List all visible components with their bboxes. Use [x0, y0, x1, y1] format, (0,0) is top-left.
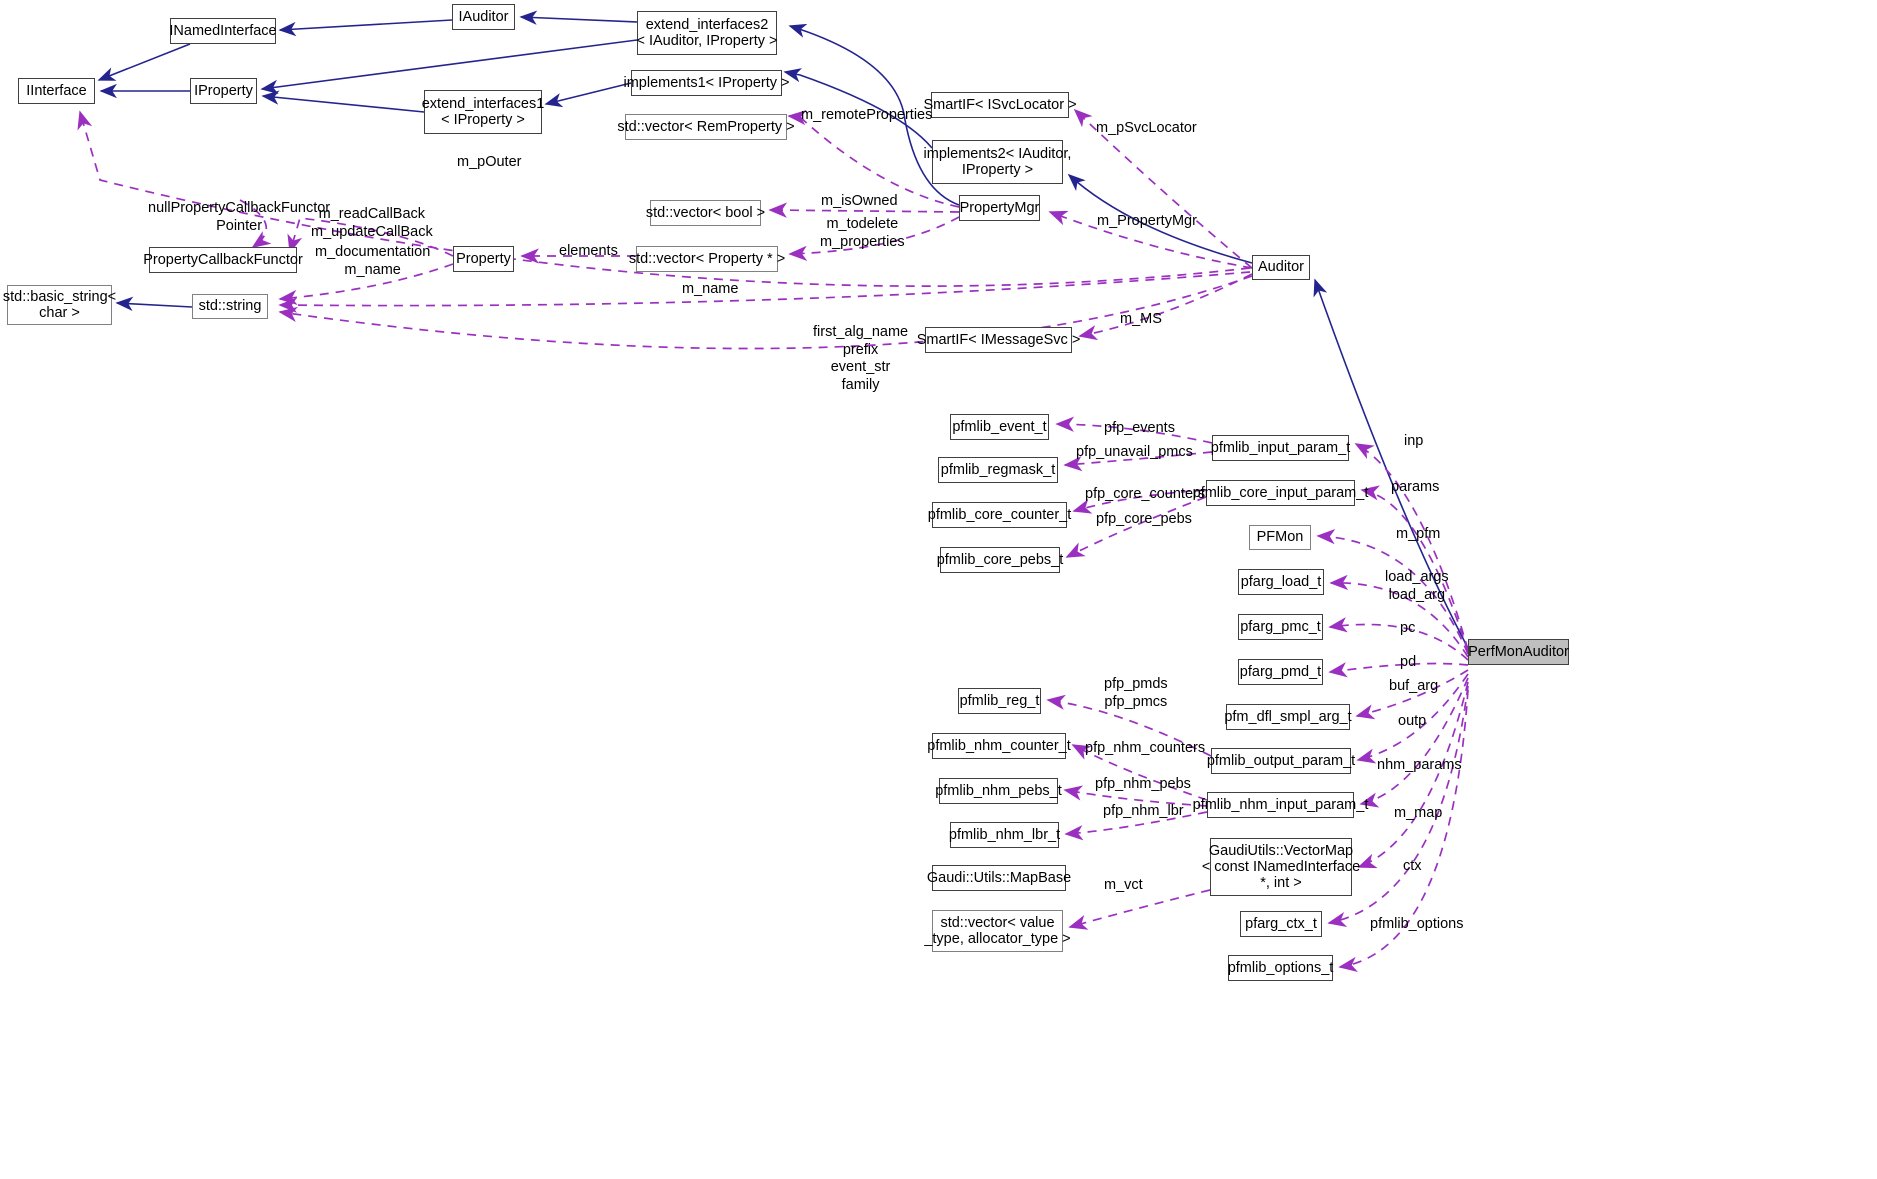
edge-label-m_name: m_name	[682, 281, 739, 297]
class-node-auditor[interactable]: Auditor	[1252, 255, 1310, 280]
edge-label-buf_arg: buf_arg	[1389, 678, 1439, 694]
class-node-pfmlib_nhm_input_param_t[interactable]: pfmlib_nhm_input_param_t	[1193, 792, 1368, 818]
class-node-pfarg_load_t[interactable]: pfarg_load_t	[1238, 569, 1324, 595]
class-node-pfmlib_output_param_t[interactable]: pfmlib_output_param_t	[1207, 748, 1355, 774]
edge-label-m_map: m_map	[1394, 805, 1443, 821]
class-node-smartif-imessagesvc[interactable]: SmartIF< IMessageSvc >	[917, 327, 1080, 353]
edge-label-pc: pc	[1400, 620, 1416, 636]
class-node-implements1-iproperty[interactable]: implements1< IProperty >	[623, 70, 790, 96]
class-node-std-vector-property[interactable]: std::vector< Property * >	[629, 246, 785, 272]
edge-label-m_vct: m_vct	[1104, 877, 1143, 893]
class-node-property[interactable]: Property	[453, 246, 514, 272]
edge-label-outp: outp	[1398, 713, 1427, 729]
edge-label-m_remoteproperties: m_remoteProperties	[801, 107, 933, 123]
class-node-pfmlib_reg_t[interactable]: pfmlib_reg_t	[958, 688, 1041, 714]
edge-label-nullpropertycallbackfunctor: nullPropertyCallbackFunctor Pointer	[148, 200, 331, 234]
edge-label-pd: pd	[1400, 654, 1417, 670]
class-node-pfarg_ctx_t[interactable]: pfarg_ctx_t	[1240, 911, 1322, 937]
edge-label-pfp_nhm_counters: pfp_nhm_counters	[1085, 740, 1206, 756]
class-node-pfmon[interactable]: PFMon	[1249, 525, 1311, 550]
class-node-propertycallbackfunctor[interactable]: PropertyCallbackFunctor	[143, 247, 303, 273]
edge-label-params: params	[1391, 479, 1440, 495]
edge-label-m_isowned: m_isOwned	[821, 193, 898, 209]
class-node-smartif-isvclocator[interactable]: SmartIF< ISvcLocator >	[923, 92, 1077, 118]
edge-label-m_ms: m_MS	[1120, 311, 1162, 327]
edge-label-pfp_unavail_pmcs: pfp_unavail_pmcs	[1076, 444, 1193, 460]
class-node-pfmlib_nhm_pebs_t[interactable]: pfmlib_nhm_pebs_t	[935, 778, 1062, 804]
edge-label-pfp_core_pebs: pfp_core_pebs	[1096, 511, 1192, 527]
class-node-extend_interfaces2[interactable]: extend_interfaces2 < IAuditor, IProperty…	[636, 11, 778, 55]
class-node-pfmlib_regmask_t[interactable]: pfmlib_regmask_t	[938, 457, 1058, 483]
edge-label-m_pouter: m_pOuter	[457, 154, 522, 170]
class-node-std-vector-value[interactable]: std::vector< value _type, allocator_type…	[924, 910, 1071, 952]
edge-label-pfp_nhm_lbr: pfp_nhm_lbr	[1103, 803, 1184, 819]
class-node-pfmlib_core_input_param_t[interactable]: pfmlib_core_input_param_t	[1193, 480, 1368, 506]
edge-label-m_propertymgr: m_PropertyMgr	[1097, 213, 1197, 229]
class-node-pfarg_pmc_t[interactable]: pfarg_pmc_t	[1238, 614, 1323, 640]
class-node-std-vector-bool[interactable]: std::vector< bool >	[646, 200, 765, 226]
class-node-pfm_dfl_smpl_arg_t[interactable]: pfm_dfl_smpl_arg_t	[1224, 704, 1352, 730]
edge-label-ctx: ctx	[1403, 858, 1422, 874]
class-node-pfmlib_core_pebs_t[interactable]: pfmlib_core_pebs_t	[937, 547, 1063, 573]
inheritance-edges	[97, 10, 1469, 649]
edge-label-pfp_events: pfp_events	[1104, 420, 1175, 436]
edge-label-m_documentation: m_documentation m_name	[315, 244, 431, 278]
edge-label-m_todelete: m_todelete m_properties	[820, 216, 905, 250]
edge-label-load_args: load_args load_arg	[1385, 569, 1449, 603]
class-node-gaudiutils-vectormap[interactable]: GaudiUtils::VectorMap < const INamedInte…	[1202, 838, 1360, 896]
edge-label-pfp_pmds: pfp_pmds pfp_pmcs	[1104, 676, 1168, 710]
class-node-pfmlib_nhm_counter_t[interactable]: pfmlib_nhm_counter_t	[927, 733, 1071, 759]
class-node-iproperty[interactable]: IProperty	[190, 78, 257, 104]
class-node-iauditor[interactable]: IAuditor	[452, 4, 515, 30]
edge-label-elements: elements	[559, 243, 618, 259]
class-node-pfmlib_input_param_t[interactable]: pfmlib_input_param_t	[1211, 435, 1350, 461]
edge-label-pfp_nhm_pebs: pfp_nhm_pebs	[1095, 776, 1191, 792]
class-node-pfmlib_core_counter_t[interactable]: pfmlib_core_counter_t	[928, 502, 1071, 528]
class-node-perfmonauditor[interactable]: PerfMonAuditor	[1468, 639, 1569, 665]
class-node-pfmlib_event_t[interactable]: pfmlib_event_t	[950, 414, 1049, 440]
class-node-pfmlib_options_t[interactable]: pfmlib_options_t	[1228, 955, 1333, 981]
class-node-pfmlib_nhm_lbr_t[interactable]: pfmlib_nhm_lbr_t	[949, 822, 1060, 848]
class-node-std-basic_string[interactable]: std::basic_string< char >	[3, 285, 116, 325]
edge-label-pfp_core_counters: pfp_core_counters	[1085, 486, 1206, 502]
class-node-implements2-iauditor[interactable]: implements2< IAuditor, IProperty >	[924, 140, 1071, 184]
edge-label-nhm_params: nhm_params	[1377, 757, 1462, 773]
class-node-propertymgr[interactable]: PropertyMgr	[959, 195, 1040, 221]
class-node-iinterface[interactable]: IInterface	[18, 78, 95, 104]
class-node-std-vector-remproperty[interactable]: std::vector< RemProperty >	[617, 114, 795, 140]
class-node-extend_interfaces1[interactable]: extend_interfaces1 < IProperty >	[422, 90, 544, 134]
class-node-pfarg_pmd_t[interactable]: pfarg_pmd_t	[1238, 659, 1323, 685]
edge-label-m_psvclocator: m_pSvcLocator	[1096, 120, 1197, 136]
class-node-gaudi-utils-mapbase[interactable]: Gaudi::Utils::MapBase	[927, 865, 1071, 891]
class-node-std-string[interactable]: std::string	[192, 294, 268, 319]
class-node-inamedinterface[interactable]: INamedInterface	[169, 18, 277, 44]
edge-label-pfmlib_options: pfmlib_options	[1370, 916, 1464, 932]
edge-label-m_pfm: m_pfm	[1396, 526, 1441, 542]
edge-label-m_readcallback: m_readCallBack m_updateCallBack	[311, 206, 433, 240]
edge-label-first_alg_name: first_alg_name prefix event_str family	[813, 324, 909, 394]
edge-label-inp: inp	[1404, 433, 1424, 449]
